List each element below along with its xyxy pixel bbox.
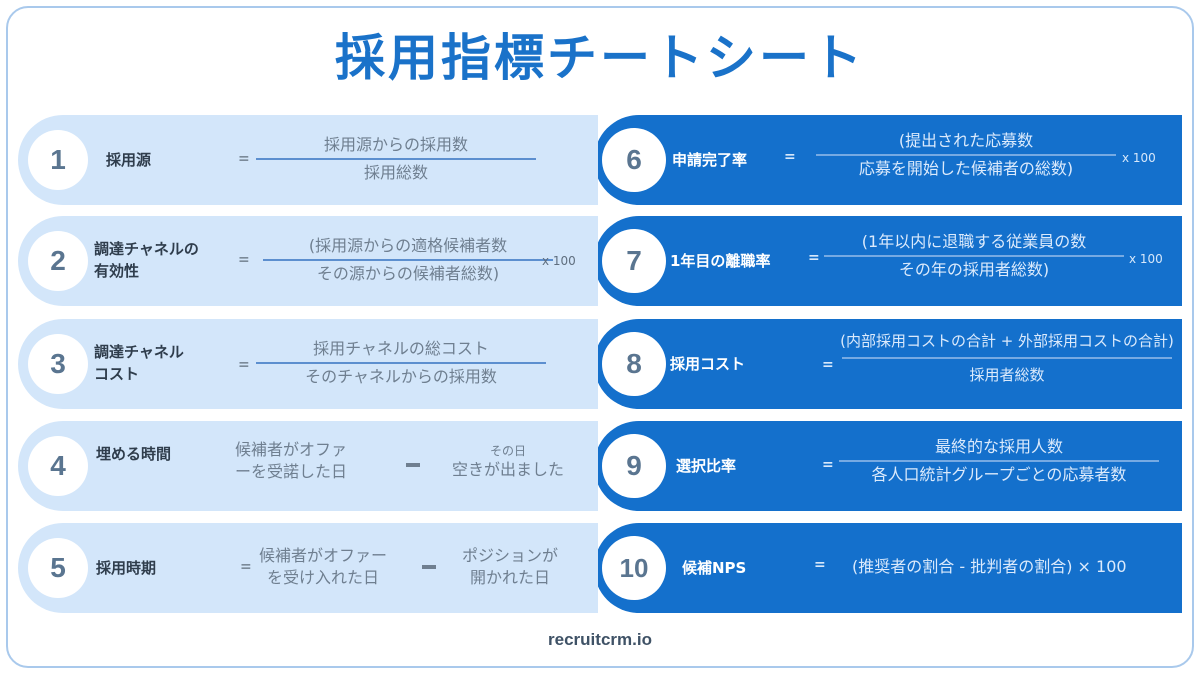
minus-sign — [422, 565, 436, 569]
metric-label: 採用源 — [106, 151, 152, 169]
denominator: その源からの候補者総数) — [316, 264, 500, 283]
equals-sign: = — [822, 457, 834, 473]
fraction-line — [839, 460, 1159, 462]
metric-label: 候補NPS — [682, 559, 747, 577]
multiplier: x 100 — [1129, 252, 1163, 266]
metric-number-badge: 9 — [602, 434, 666, 498]
metric-number-badge: 6 — [602, 128, 666, 192]
term-position-opened-date: ポジションが 開かれた日 — [461, 546, 558, 587]
metric-number-badge: 10 — [602, 536, 666, 600]
metric-row-10: 10 候補NPS = (推奨者の割合 - 批判者の割合) × 100 — [594, 523, 1182, 613]
equals-sign: = — [238, 357, 250, 373]
fraction: 最終的な採用人数 各人口統計グループごとの応募者数 — [839, 435, 1159, 487]
numerator: (採用源からの適格候補者数 — [308, 236, 508, 255]
equals-sign: = — [238, 151, 250, 167]
denominator: 採用者総数 — [969, 366, 1045, 384]
multiplier: x 100 — [542, 254, 576, 268]
term-offer-accepted-date: 候補者がオファ ーを受諾した日 — [234, 440, 347, 481]
metric-row-9: 9 選択比率 = 最終的な採用人数 各人口統計グループごとの応募者数 — [594, 421, 1182, 511]
metric-label: 採用コスト — [670, 355, 746, 373]
page-title: 採用指標チートシート — [335, 29, 865, 87]
fraction: (採用源からの適格候補者数 その源からの候補者総数) — [263, 234, 553, 286]
metric-row-3: 3 調達チャネル コスト = 採用チャネルの総コスト そのチャネルからの採用数 — [18, 319, 598, 409]
metric-row-4: 4 埋める時間 候補者がオファ ーを受諾した日 その日 空きが出ました — [18, 421, 598, 511]
denominator: そのチャネルからの採用数 — [305, 367, 497, 386]
fraction: (提出された応募数 応募を開始した候補者の総数) — [816, 129, 1116, 181]
fraction: 採用チャネルの総コスト そのチャネルからの採用数 — [256, 337, 546, 389]
fraction: (1年以内に退職する従業員の数 その年の採用者総数) — [824, 230, 1124, 282]
equals-sign: = — [808, 250, 820, 266]
term-offer-accepted-date: 候補者がオファー を受け入れた日 — [258, 546, 387, 587]
metric-row-6: 6 申請完了率 = (提出された応募数 応募を開始した候補者の総数) x 100 — [594, 115, 1182, 205]
numerator: (内部採用コストの合計 + 外部採用コストの合計) — [840, 332, 1174, 350]
denominator: その年の採用者総数) — [898, 260, 1050, 279]
fraction-line — [256, 158, 536, 160]
metric-number-badge: 2 — [28, 231, 88, 291]
numerator: (提出された応募数 — [898, 131, 1034, 150]
numerator: 採用チャネルの総コスト — [313, 339, 489, 358]
denominator: 各人口統計グループごとの応募者数 — [871, 465, 1127, 484]
equals-sign: = — [814, 557, 826, 573]
multiplier: x 100 — [1122, 151, 1156, 165]
formula: (推奨者の割合 - 批判者の割合) × 100 — [852, 557, 1127, 576]
metric-number-badge: 3 — [28, 334, 88, 394]
metric-number-badge: 5 — [28, 538, 88, 598]
metric-number-badge: 1 — [28, 130, 88, 190]
numerator: 採用源からの採用数 — [323, 135, 468, 154]
metric-label: 調達チャネルの 有効性 — [94, 240, 199, 280]
equals-sign: = — [822, 357, 834, 373]
metric-row-7: 7 1年目の離職率 = (1年以内に退職する従業員の数 その年の採用者総数) x… — [594, 216, 1182, 306]
numerator: 最終的な採用人数 — [934, 437, 1063, 456]
minus-sign — [406, 463, 420, 467]
metric-number-badge: 8 — [602, 332, 666, 396]
metric-label: 調達チャネル コスト — [94, 343, 184, 383]
fraction-line — [816, 154, 1116, 156]
metric-label: 選択比率 — [676, 457, 737, 475]
metric-label: 埋める時間 — [96, 445, 172, 463]
metric-number-badge: 4 — [28, 436, 88, 496]
fraction-line — [256, 362, 546, 364]
fraction-line — [263, 259, 553, 261]
footer-brand: recruitcrm.io — [548, 630, 652, 649]
equals-sign: = — [238, 252, 250, 268]
numerator: (1年以内に退職する従業員の数 — [861, 232, 1087, 251]
equals-sign: = — [784, 149, 796, 165]
metric-label: 採用時期 — [96, 559, 157, 577]
denominator: 応募を開始した候補者の総数) — [858, 159, 1074, 178]
equals-sign: = — [240, 559, 252, 575]
fraction-line — [824, 255, 1124, 257]
denominator: 採用総数 — [363, 163, 428, 182]
metric-label: 1年目の離職率 — [670, 252, 771, 270]
metric-row-5: 5 採用時期 = 候補者がオファー を受け入れた日 ポジションが 開かれた日 — [18, 523, 598, 613]
fraction-line — [842, 357, 1172, 359]
metric-row-8: 8 採用コスト = (内部採用コストの合計 + 外部採用コストの合計) 採用者総… — [594, 319, 1182, 409]
metric-label: 申請完了率 — [672, 151, 748, 169]
fraction: 採用源からの採用数 採用総数 — [256, 133, 536, 185]
metric-number-badge: 7 — [602, 229, 666, 293]
fraction: (内部採用コストの合計 + 外部採用コストの合計) 採用者総数 — [832, 329, 1182, 387]
metric-row-2: 2 調達チャネルの 有効性 = (採用源からの適格候補者数 その源からの候補者総… — [18, 216, 598, 306]
metric-row-1: 1 採用源 = 採用源からの採用数 採用総数 — [18, 115, 598, 205]
term-vacancy-date: その日 空きが出ました — [451, 444, 564, 479]
